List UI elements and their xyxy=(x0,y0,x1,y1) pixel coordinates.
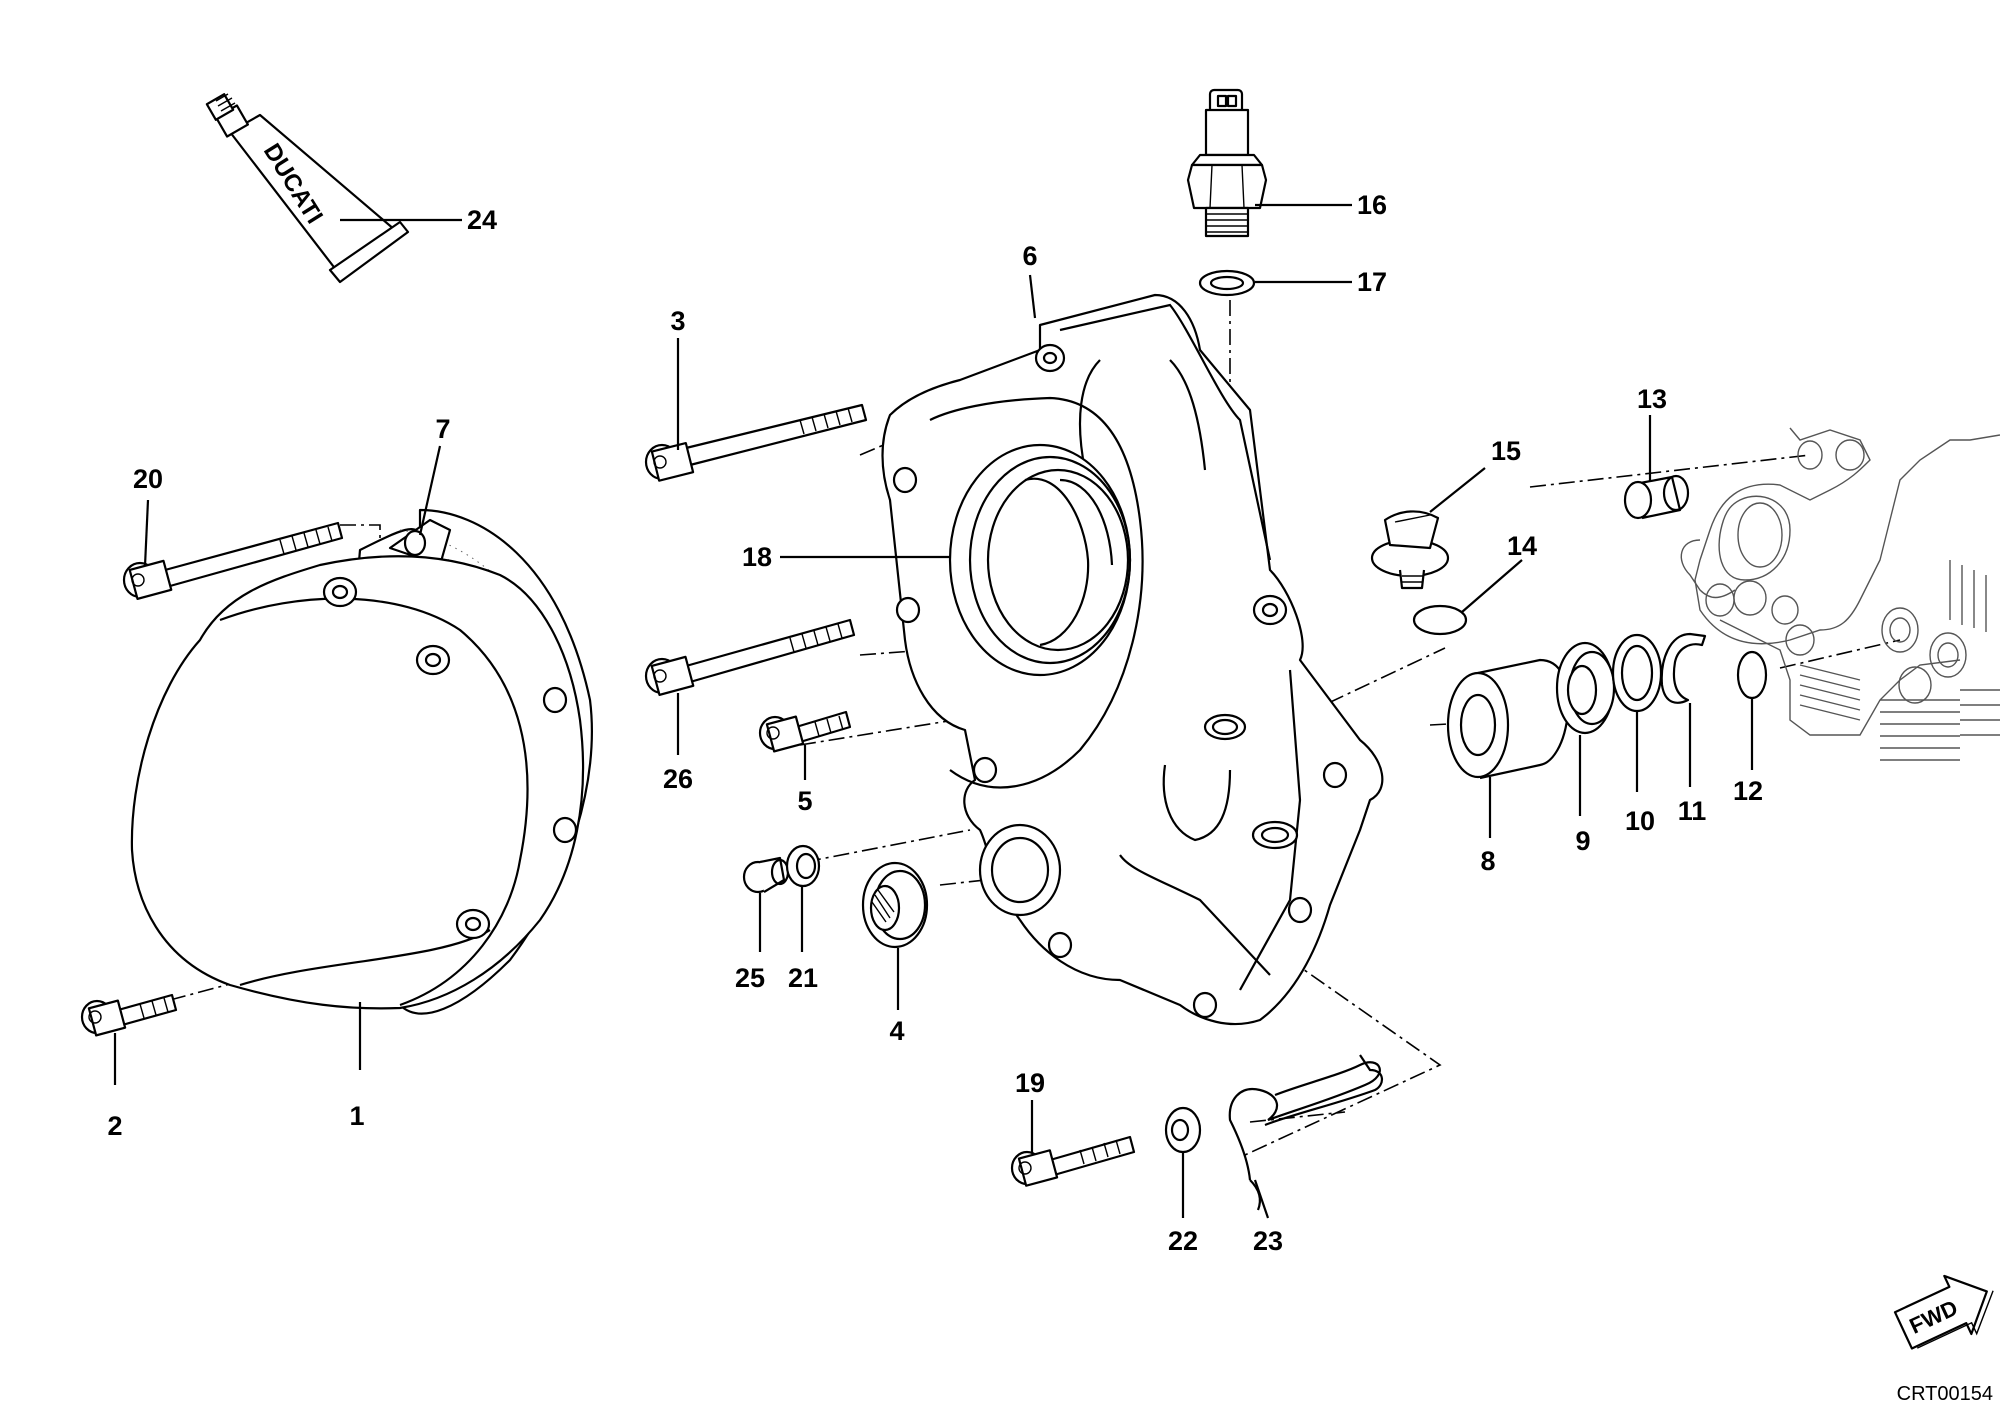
o-ring-part-12 xyxy=(1736,650,1768,700)
callout-20: 20 xyxy=(133,464,163,494)
oil-filler-plug-part-15 xyxy=(1370,510,1450,590)
leader-lines xyxy=(113,203,1754,1219)
callout-12: 12 xyxy=(1733,776,1763,806)
forward-direction-marker: FWD xyxy=(1893,1274,1994,1350)
callout-18: 18 xyxy=(742,542,772,572)
seal-ring-part-9 xyxy=(1555,641,1616,735)
callout-5: 5 xyxy=(797,786,812,816)
callout-23: 23 xyxy=(1253,1226,1283,1256)
callout-19: 19 xyxy=(1015,1068,1045,1098)
screw-part-3 xyxy=(644,403,868,482)
screw-part-26 xyxy=(644,618,856,696)
clutch-cover-part-1 xyxy=(130,555,585,1010)
callout-25: 25 xyxy=(735,963,765,993)
callout-4: 4 xyxy=(889,1016,904,1046)
circlip-part-11 xyxy=(1660,632,1707,704)
crankcase-cover-part-6 xyxy=(881,293,1384,1026)
engine-case-background xyxy=(1680,427,2000,761)
callout-14: 14 xyxy=(1507,531,1537,561)
screw-part-19 xyxy=(1010,1135,1136,1187)
callout-6: 6 xyxy=(1022,241,1037,271)
callout-3: 3 xyxy=(670,306,685,336)
washer-part-22 xyxy=(1164,1106,1202,1154)
oil-seal-part-18 xyxy=(948,443,1132,677)
callout-labels: 1 2 3 4 5 6 7 8 9 10 11 12 13 14 15 16 1… xyxy=(107,190,1763,1256)
callout-21: 21 xyxy=(788,963,818,993)
callout-16: 16 xyxy=(1357,190,1387,220)
screw-part-5 xyxy=(758,710,852,753)
callout-24: 24 xyxy=(467,205,497,235)
callout-9: 9 xyxy=(1575,826,1590,856)
callout-17: 17 xyxy=(1357,267,1387,297)
callout-13: 13 xyxy=(1637,384,1667,414)
callout-8: 8 xyxy=(1480,846,1495,876)
washer-part-10 xyxy=(1611,633,1663,713)
callout-1: 1 xyxy=(349,1101,364,1131)
temperature-sensor-part-16 xyxy=(1186,88,1268,238)
drawing-code: CRT00154 xyxy=(1897,1383,1993,1405)
callout-22: 22 xyxy=(1168,1226,1198,1256)
callout-7: 7 xyxy=(435,414,450,444)
dowel-pin-part-13 xyxy=(1623,474,1690,520)
callout-2: 2 xyxy=(107,1111,122,1141)
washer-part-21 xyxy=(785,844,821,888)
oil-seal-part-4 xyxy=(861,861,929,949)
screw-part-2 xyxy=(80,993,178,1037)
bushing-part-8 xyxy=(1446,658,1570,780)
callout-26: 26 xyxy=(663,764,693,794)
screw-part-20 xyxy=(122,521,344,600)
callout-15: 15 xyxy=(1491,436,1521,466)
callout-11: 11 xyxy=(1678,796,1707,826)
callout-10: 10 xyxy=(1625,806,1655,836)
plug-screw-part-25 xyxy=(742,856,790,894)
sealing-washer-part-17 xyxy=(1198,269,1256,297)
sealant-tube-part-24: DUCATI xyxy=(205,93,410,284)
wire-clip-part-23 xyxy=(1228,1054,1383,1211)
o-ring-part-14 xyxy=(1412,604,1468,636)
